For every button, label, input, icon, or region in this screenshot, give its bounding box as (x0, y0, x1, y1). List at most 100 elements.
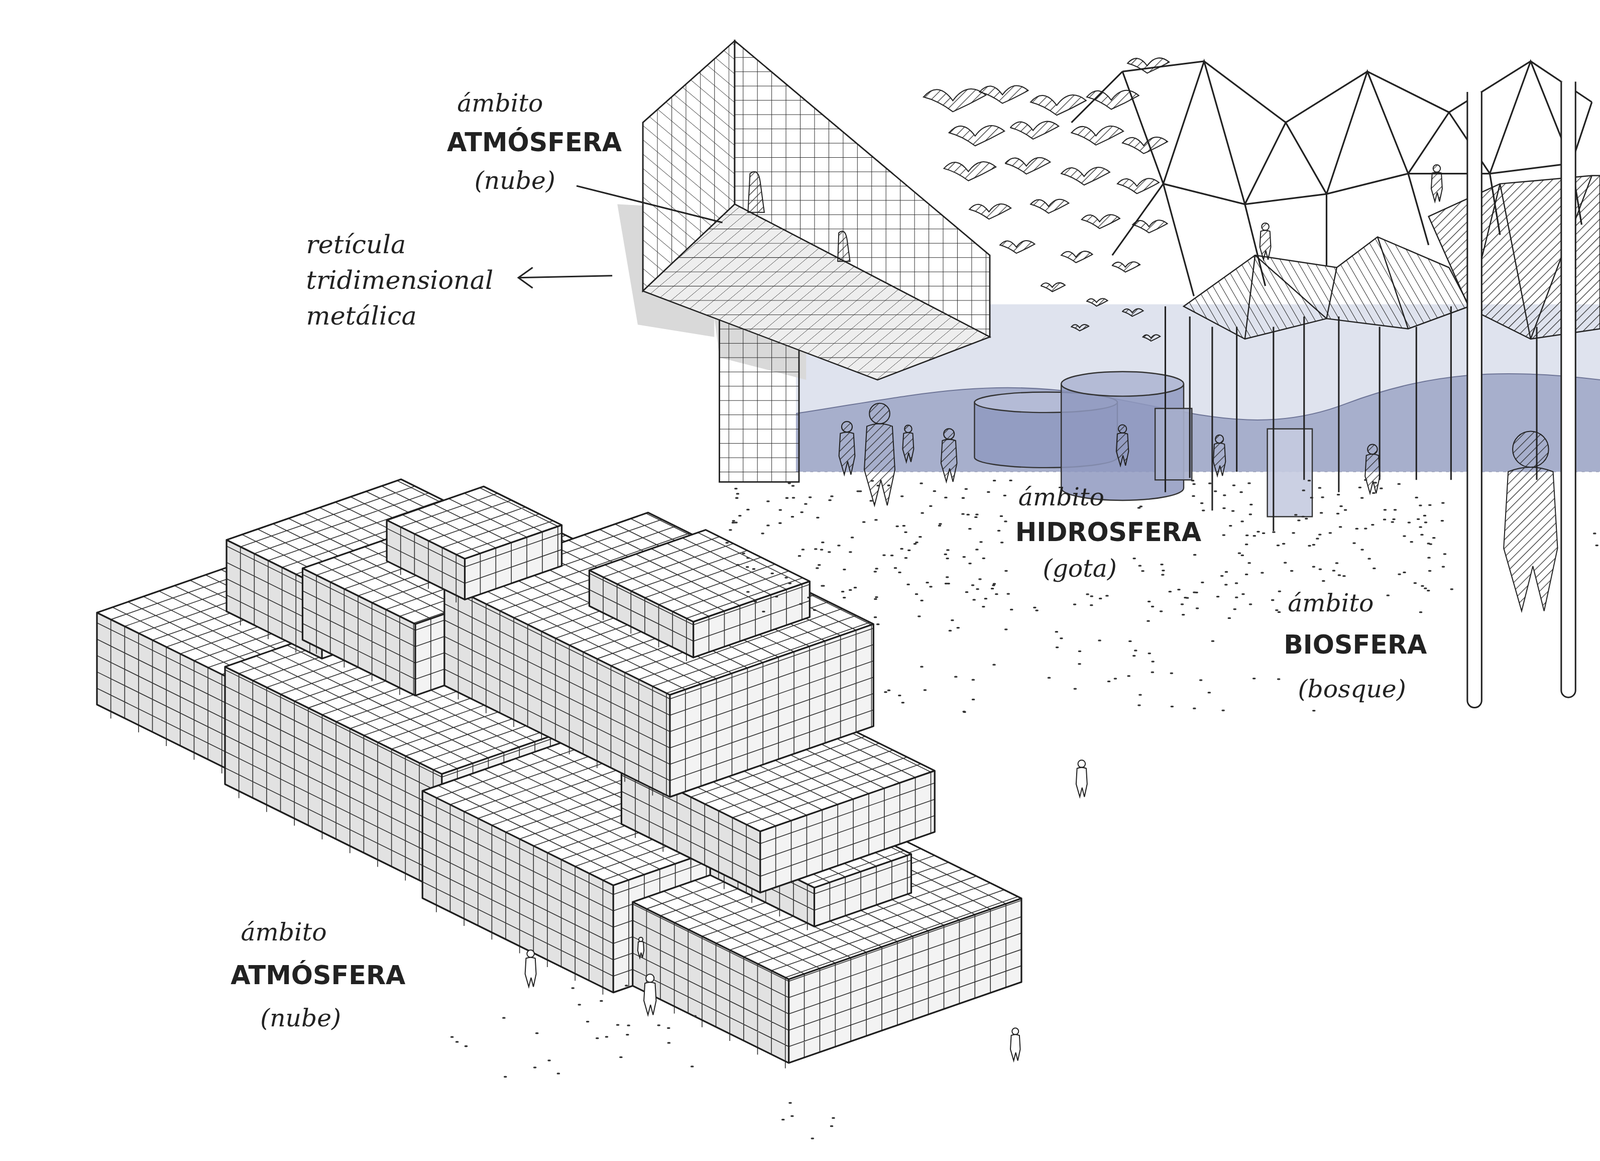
grid-ticks (110, 711, 222, 774)
bird (969, 203, 1011, 219)
volume-front (224, 666, 442, 891)
zone-label: (nube) (260, 1004, 341, 1033)
person-head (526, 949, 535, 958)
person-figure (1260, 222, 1272, 260)
zone-title: BIOSFERA (1283, 630, 1427, 660)
zone-title: ATMÓSFERA (230, 961, 406, 991)
person-figure (1503, 431, 1558, 612)
person-head (1077, 759, 1086, 768)
grid-volume (589, 529, 810, 661)
person-body (637, 941, 644, 958)
volume-side (693, 581, 811, 658)
forest-poles (1165, 81, 1576, 708)
bird (1061, 251, 1093, 263)
person-body (1260, 230, 1272, 261)
person-body (864, 423, 895, 506)
grid-ticks (400, 567, 457, 603)
person-figure (1076, 759, 1088, 797)
zone-label: (bosque) (1298, 675, 1407, 705)
bird (1061, 167, 1110, 185)
grid-lines (386, 487, 562, 596)
grid-ticks (316, 646, 400, 695)
person-body (525, 957, 537, 987)
bird (1127, 57, 1170, 73)
bird (979, 85, 1029, 103)
volume-outline (444, 512, 874, 797)
bird (1122, 308, 1144, 317)
bird (949, 125, 1005, 146)
person-body (941, 438, 958, 482)
person-head (1367, 444, 1378, 455)
person-head (943, 428, 955, 439)
person-figure (837, 231, 850, 262)
bird (923, 88, 986, 112)
bird (1081, 214, 1120, 229)
person-head (1215, 434, 1224, 443)
person-head (1011, 1027, 1019, 1035)
grid-ticks (239, 790, 434, 894)
person-head (904, 424, 912, 433)
zone-title: HIDROSFERA (1015, 518, 1202, 548)
grid-ticks (603, 612, 687, 661)
bird (1010, 121, 1060, 140)
person-body (1213, 442, 1226, 476)
bird (1122, 137, 1168, 154)
bird (1143, 334, 1161, 341)
person-figure (637, 937, 644, 958)
zone-label: ámbito (241, 918, 327, 947)
bird (1041, 282, 1066, 292)
person-head (638, 937, 643, 942)
bird (1071, 126, 1124, 146)
grid-underside-lines (642, 204, 990, 381)
zone-label: ámbito (456, 89, 543, 119)
volume-outline (386, 486, 562, 600)
forest-canopy (1183, 175, 1600, 339)
grid-volume (444, 512, 874, 797)
person-head (869, 403, 890, 424)
grid-ticks (458, 692, 653, 795)
person-figure (643, 973, 656, 1015)
bird (1112, 261, 1140, 272)
callout-note: retícula tridimensional metálica (306, 226, 511, 334)
bird (1086, 90, 1139, 110)
person-figure (1364, 444, 1380, 494)
person-body (1076, 767, 1088, 797)
person-head (1512, 431, 1549, 468)
person-figure (864, 403, 895, 506)
bird (944, 161, 997, 181)
person-body (1364, 453, 1380, 494)
person-figure (839, 421, 856, 475)
grid-ticks (646, 992, 785, 1069)
person-figure (525, 949, 537, 987)
person-head (1261, 222, 1270, 231)
person-figure (902, 424, 914, 462)
person-body (1116, 432, 1129, 466)
bird (1030, 94, 1087, 116)
person-body (1010, 1034, 1021, 1061)
bird (1086, 298, 1108, 306)
person-body (839, 431, 856, 475)
volume-side (465, 524, 562, 600)
grid-underside (642, 204, 990, 381)
person-figure (1010, 1027, 1021, 1061)
person-body (1503, 467, 1558, 611)
leader-arrow (518, 267, 613, 289)
person-head (1118, 424, 1127, 433)
person-figure (1431, 164, 1443, 202)
person-head (1433, 164, 1441, 173)
person-figure (1116, 424, 1129, 466)
bird (1071, 324, 1089, 331)
grid-ticks (240, 618, 297, 653)
bird (1117, 178, 1160, 194)
grid-ticks (635, 830, 747, 893)
person-figure (941, 428, 958, 482)
bird (1132, 219, 1168, 233)
ground-dots (451, 479, 1598, 1138)
person-body (1431, 172, 1443, 202)
person-body (902, 432, 914, 463)
grid-ticks (436, 904, 604, 994)
person-head (645, 973, 654, 982)
grid-lines (444, 513, 874, 795)
leader-line (576, 185, 723, 223)
